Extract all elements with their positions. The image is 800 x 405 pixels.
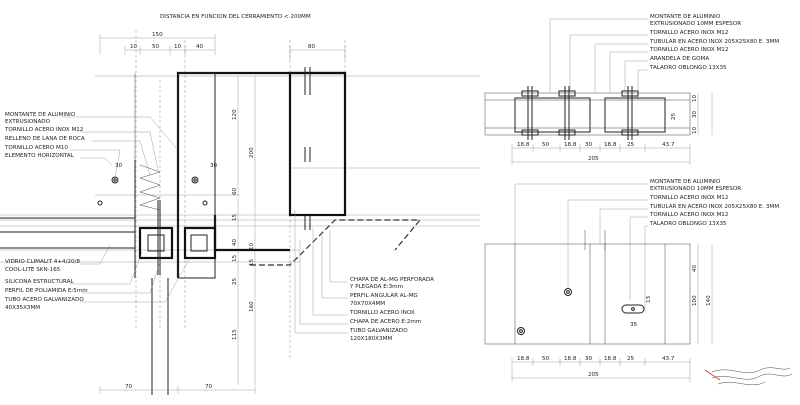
label-angular-size: 70X70X4MM (350, 301, 385, 307)
pb-label-0: MONTANTE DE ALUMINIO (650, 179, 721, 185)
dim-10a: 10 (130, 44, 138, 50)
section-title: DISTANCIA EN FUNCION DEL CERRAMIENTO < 2… (160, 14, 311, 20)
label-lana-roca: RELLENO DE LANA DE ROCA (5, 136, 85, 142)
label-tubo-acero: TUBO ACERO GALVANIZADO (4, 297, 84, 303)
plan-top-labels: MONTANTE DE ALUMINIO EXTRUSIONADO 10MM E… (549, 14, 779, 100)
section-labels-right: CHAPA DE AL-MG PERFORADA Y PLEGADA E:3mm… (294, 210, 434, 342)
section-labels-left: MONTANTE DE ALUMINIO EXTRUSIONADO TORNIL… (4, 112, 218, 179)
pb-label-3: TUBULAR EN ACERO INOX 205X25X80 E. 3MM (649, 204, 779, 210)
dim-v60: 60 (232, 187, 238, 195)
pb-dim-1: 50 (542, 356, 550, 362)
pt-label-5: ARANDELA DE GOMA (650, 56, 709, 62)
pb-rdim-2: 140 (706, 295, 712, 306)
label-tornillo-m12: TORNILLO ACERO INOX M12 (4, 127, 83, 133)
dim-v10: 10 (249, 242, 255, 250)
pb-dim-4: 18.8 (604, 356, 617, 362)
pb-label-5: TALADRO OBLONGO 13X35 (649, 221, 727, 227)
dim-30b: 30 (210, 163, 218, 169)
label-elemento-horizontal: ELEMENTO HORIZONTAL (5, 153, 75, 159)
pt-label-1: EXTRUSIONADO 10MM ESPESOR (650, 21, 741, 27)
dim-70a: 70 (125, 384, 133, 390)
pt-dim-2: 18.8 (564, 142, 577, 148)
dim-v200: 200 (249, 147, 255, 158)
label-tubo-size: 40X35X3MM (5, 305, 40, 311)
dim-v15a: 15 (232, 213, 238, 221)
pb-rdim-1: 100 (692, 295, 698, 306)
pt-label-0: MONTANTE DE ALUMINIO (650, 14, 721, 20)
pt-total: 205 (588, 156, 599, 162)
dim-40: 40 (196, 44, 204, 50)
plan-bottom-detail: MONTANTE DE ALUMINIO EXTRUSIONADO 10MM E… (484, 179, 779, 382)
label-chapa-acero: CHAPA DE ACERO E:2mm (350, 319, 421, 325)
pt-inner-dim: 25 (671, 112, 677, 120)
label-cool-lite: COOL-LITE SKN-165 (5, 267, 61, 273)
pb-dim-0: 18.8 (517, 356, 530, 362)
plan-top-detail: MONTANTE DE ALUMINIO EXTRUSIONADO 10MM E… (484, 14, 779, 165)
wave-sketch-logo (704, 367, 793, 386)
label-plegada: Y PLEGADA E:3mm (349, 284, 403, 290)
pt-dim-5: 25 (627, 142, 635, 148)
pb-inner-dim-1: 35 (630, 322, 638, 328)
pt-label-4: TORNILLO ACERO INOX M12 (649, 47, 728, 53)
dim-v40: 40 (232, 238, 238, 246)
label-vidrio: VIDRIO CLIMALIT 4+4/20/8 (5, 259, 80, 265)
pt-dim-4: 18.8 (604, 142, 617, 148)
dim-10b: 10 (174, 44, 182, 50)
pb-rdim-0: 40 (692, 264, 698, 272)
pb-label-4: TORNILLO ACERO INOX M12 (649, 212, 728, 218)
pb-total: 205 (588, 372, 599, 378)
dim-v25: 25 (232, 277, 238, 285)
pb-dim-3: 30 (585, 356, 593, 362)
dim-v15b: 15 (232, 254, 238, 262)
pb-label-1: EXTRUSIONADO 10MM ESPESOR (650, 186, 741, 192)
dim-80: 80 (308, 44, 316, 50)
pb-dim-2: 18.8 (564, 356, 577, 362)
dim-30a: 30 (115, 163, 123, 169)
dim-v115: 115 (232, 329, 238, 340)
label-tubo-galvanizado: TUBO GALVANIZADO (349, 328, 408, 334)
section-labels-left-bottom: VIDRIO CLIMALIT 4+4/20/8 COOL-LITE SKN-1… (4, 244, 191, 311)
pt-rdim-0: 10 (692, 94, 698, 102)
label-tornillo-m10: TORNILLO ACERO M10 (4, 145, 68, 151)
pt-rdim-2: 10 (692, 126, 698, 134)
label-chapa-al-mg: CHAPA DE AL-MG PERFORADA (350, 277, 434, 283)
pt-dim-1: 50 (542, 142, 550, 148)
pt-label-2: TORNILLO ACERO INOX M12 (649, 30, 728, 36)
dim-v120: 120 (232, 109, 238, 120)
label-montante: MONTANTE DE ALUMINIO (5, 112, 76, 118)
pt-dim-3: 30 (585, 142, 593, 148)
dim-50: 50 (152, 44, 160, 50)
dim-70b: 70 (205, 384, 213, 390)
pb-label-2: TORNILLO ACERO INOX M12 (649, 195, 728, 201)
pb-inner-dim-0: 13 (646, 295, 652, 303)
dim-v160: 160 (249, 301, 255, 312)
pt-label-6: TALADRO OBLONGO 13X35 (649, 65, 727, 71)
label-silicona: SILICONA ESTRUCTURAL (5, 279, 74, 285)
pt-rdim-1: 30 (692, 110, 698, 118)
pb-dim-6: 43.7 (662, 356, 675, 362)
pt-dim-6: 43.7 (662, 142, 675, 148)
dim-150: 150 (152, 32, 163, 38)
section-detail: DISTANCIA EN FUNCION DEL CERRAMIENTO < 2… (0, 14, 480, 395)
dim-v15c: 15 (249, 258, 255, 266)
plan-bottom-labels: MONTANTE DE ALUMINIO EXTRUSIONADO 10MM E… (514, 179, 779, 310)
pt-dim-0: 18.8 (517, 142, 530, 148)
pb-dim-5: 25 (627, 356, 635, 362)
label-perfil-angular: PERFIL ANGULAR AL-MG (350, 293, 418, 299)
label-extrusionado: EXTRUSIONADO (5, 119, 51, 125)
label-poliamida: PERFIL DE POLIAMIDA E:5mm (5, 288, 88, 294)
label-tornillo-inox: TORNILLO ACERO INOX (349, 310, 415, 316)
pt-label-3: TUBULAR EN ACERO INOX 205X25X80 E. 3MM (649, 39, 779, 45)
label-tubo-galv-size: 120X180X3MM (350, 336, 392, 342)
